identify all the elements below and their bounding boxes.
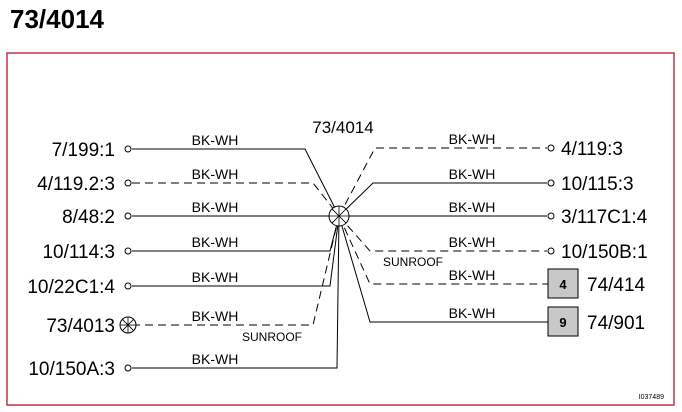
connector-label-left: 7/199:1 xyxy=(52,140,115,161)
wire-color-label: BK-WH xyxy=(192,234,239,250)
connector-label-left: 8/48:2 xyxy=(62,207,115,228)
terminal-icon xyxy=(124,364,132,372)
wire-left-7 xyxy=(132,215,340,369)
terminal-icon xyxy=(547,247,555,255)
wire-color-label: BK-WH xyxy=(192,308,239,324)
connector-label-right: 10/115:3 xyxy=(561,174,634,195)
wire-color-label: BK-WH xyxy=(449,131,496,147)
wire-color-label: BK-WH xyxy=(192,351,239,367)
connector-label-left: 10/114:3 xyxy=(42,242,115,263)
wire-color-label: BK-WH xyxy=(449,199,496,215)
splice-label: 73/4014 xyxy=(312,118,373,137)
center-splice-spoke xyxy=(331,208,347,224)
wire-color-label: BK-WH xyxy=(449,305,496,321)
terminal-icon xyxy=(124,282,132,290)
diagram-frame xyxy=(6,52,675,406)
connector-label-right: 74/901 xyxy=(587,313,645,334)
terminal-icon xyxy=(124,212,132,220)
endpoints-group xyxy=(119,144,579,372)
wire-left-5 xyxy=(132,215,340,287)
splice-center xyxy=(328,205,350,227)
wire-note-label: SUNROOF xyxy=(383,255,443,269)
connector-label-right: 10/150B:1 xyxy=(561,242,648,263)
connector-label-left: 73/4013 xyxy=(46,316,115,337)
connector-label-right: 4/119:3 xyxy=(561,139,623,160)
wire-color-label: BK-WH xyxy=(449,267,496,283)
figure-id: I037489 xyxy=(639,394,664,401)
terminal-icon xyxy=(547,144,555,152)
terminal-icon xyxy=(124,247,132,255)
wire-color-label: BK-WH xyxy=(192,166,239,182)
wire-right-5 xyxy=(338,215,548,285)
terminal-icon xyxy=(124,145,132,153)
wire-left-4 xyxy=(132,215,340,252)
splice-spoke xyxy=(122,319,134,331)
terminal-icon xyxy=(547,179,555,187)
connector-label-left: 10/150A:3 xyxy=(28,359,115,380)
connector-box-number: 9 xyxy=(559,315,566,330)
connector-label-left: 4/119.2:3 xyxy=(37,174,115,195)
wire-color-label: BK-WH xyxy=(449,234,496,250)
connector-label-right: 74/414 xyxy=(587,275,646,296)
wire-right-2 xyxy=(338,182,547,217)
terminal-icon xyxy=(124,179,132,187)
wire-color-label: BK-WH xyxy=(449,166,496,182)
connector-box-icon xyxy=(547,306,579,337)
connector-box-icon xyxy=(547,268,579,299)
page-title: 73/4014 xyxy=(10,4,104,34)
connector-box-number: 4 xyxy=(559,277,567,292)
wire-right-1 xyxy=(338,147,547,217)
wire-left-2 xyxy=(132,182,340,217)
connector-label-right: 3/117C1:4 xyxy=(561,207,648,228)
wire-color-label: BK-WH xyxy=(192,132,239,148)
wire-color-label: BK-WH xyxy=(192,269,239,285)
wire-right-6 xyxy=(338,215,548,323)
connector-label-left: 10/22C1:4 xyxy=(27,277,115,298)
wire-right-4 xyxy=(338,215,547,252)
wire-note-label: SUNROOF xyxy=(242,330,302,344)
wire-color-label: BK-WH xyxy=(192,199,239,215)
wire-left-1 xyxy=(132,148,340,217)
terminal-icon xyxy=(547,212,555,220)
